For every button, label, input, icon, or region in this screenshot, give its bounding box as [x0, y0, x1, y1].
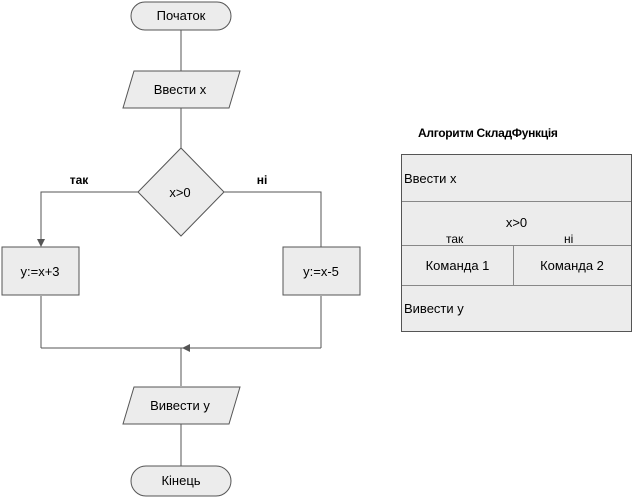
- branch-yes-label: так: [70, 173, 90, 187]
- ns-command-2-label: Команда 2: [540, 258, 604, 273]
- ns-output-row[interactable]: Вивести y: [402, 286, 631, 332]
- structure-diagram: Ввести x x>0 так ні Команда 1 Команда 2 …: [401, 154, 632, 332]
- ns-input-row[interactable]: Ввести x: [402, 155, 631, 202]
- structure-diagram-title: Алгоритм СкладФункція: [418, 126, 558, 140]
- ns-command-1[interactable]: Команда 1: [402, 246, 514, 285]
- ns-condition-row[interactable]: x>0 так ні: [402, 202, 631, 246]
- ns-input-label: Ввести x: [404, 171, 457, 186]
- connector-no-branch: [224, 191, 322, 247]
- action-no-block[interactable]: [282, 246, 361, 296]
- ns-commands-row: Команда 1 Команда 2: [402, 246, 631, 286]
- ns-command-1-label: Команда 1: [425, 258, 490, 273]
- ns-command-2[interactable]: Команда 2: [513, 246, 631, 285]
- ns-condition-label: x>0: [505, 215, 528, 230]
- ns-branch-no-label: ні: [564, 232, 574, 246]
- ns-branch-yes-label: так: [446, 232, 464, 246]
- output-label: Вивести y: [150, 398, 210, 413]
- output-block[interactable]: [122, 386, 241, 425]
- input-block[interactable]: [122, 70, 241, 109]
- action-yes-label: y:=x+3: [20, 264, 59, 279]
- action-no-label: y:=x-5: [303, 264, 339, 279]
- end-label: Кінець: [161, 473, 200, 488]
- start-label: Початок: [157, 8, 206, 23]
- connector-yes-branch: [37, 191, 138, 247]
- end-terminator[interactable]: [130, 465, 232, 497]
- ns-output-label: Вивести y: [404, 301, 464, 316]
- input-label: Ввести x: [154, 82, 207, 97]
- condition-diamond[interactable]: [137, 147, 225, 237]
- condition-label: x>0: [169, 185, 190, 200]
- start-terminator[interactable]: [130, 1, 232, 31]
- branch-no-label: ні: [257, 173, 268, 187]
- action-yes-block[interactable]: [1, 246, 80, 296]
